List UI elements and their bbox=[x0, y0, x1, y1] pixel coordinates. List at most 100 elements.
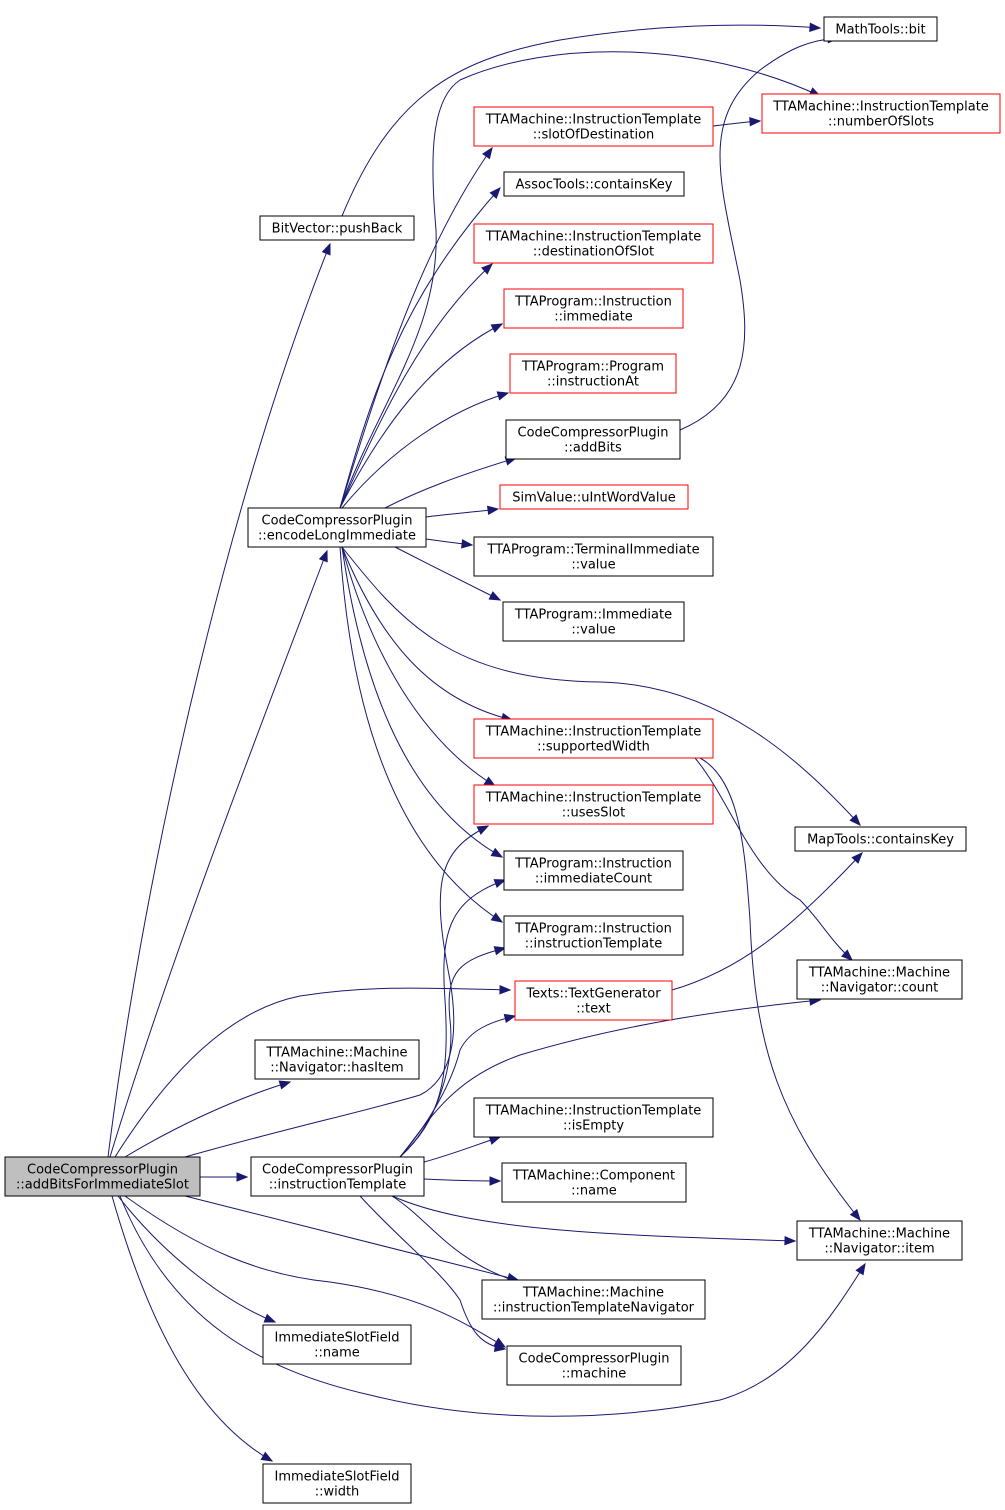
node-box bbox=[259, 215, 415, 241]
node-box bbox=[473, 536, 714, 577]
node-bitvector_pushback[interactable]: BitVector::pushBack bbox=[259, 215, 415, 241]
node-box bbox=[254, 1039, 420, 1080]
edge-encode_long_immediate-to-it_uses_slot bbox=[341, 546, 497, 787]
edge-arrowhead bbox=[488, 1135, 502, 1145]
nodes-layer: CodeCompressorPlugin::addBitsForImmediat… bbox=[4, 16, 1001, 1504]
edge-arrowhead bbox=[851, 852, 863, 864]
node-box bbox=[503, 288, 684, 329]
edge-arrowhead bbox=[488, 591, 502, 601]
node-label-line: TTAMachine::Machine bbox=[265, 1046, 407, 1061]
node-box bbox=[506, 1345, 682, 1386]
edge-arrowhead bbox=[489, 1176, 502, 1186]
node-it_isempty[interactable]: TTAMachine::InstructionTemplate::isEmpty bbox=[473, 1097, 714, 1138]
node-label-line: TTAMachine::InstructionTemplate bbox=[485, 230, 702, 245]
node-label-line: ::supportedWidth bbox=[537, 740, 650, 755]
edge-line bbox=[339, 51, 821, 509]
node-prog_terminalimmediate_value[interactable]: TTAProgram::TerminalImmediate::value bbox=[473, 536, 714, 577]
node-label-line: CodeCompressorPlugin bbox=[262, 1163, 413, 1178]
edge-line bbox=[399, 1015, 516, 1158]
node-label-line: ::numberOfSlots bbox=[828, 115, 934, 130]
node-box bbox=[796, 959, 963, 1000]
edge-arrowhead bbox=[263, 1313, 277, 1323]
node-label-line: TTAMachine::Machine bbox=[808, 966, 950, 981]
node-label-line: TTAProgram::Instruction bbox=[514, 922, 672, 937]
edge-ccp_instruction_template-to-component_name bbox=[423, 1176, 502, 1186]
node-slotfield_width[interactable]: ImmediateSlotField::width bbox=[262, 1463, 412, 1504]
edge-encode_long_immediate-to-prog_terminalimmediate_value bbox=[425, 538, 474, 549]
edge-arrowhead bbox=[490, 847, 504, 858]
edge-encode_long_immediate-to-it_destination_of_slot bbox=[339, 263, 493, 509]
node-navigator_item[interactable]: TTAMachine::Machine::Navigator::item bbox=[796, 1220, 963, 1261]
node-label-line: ::slotOfDestination bbox=[533, 128, 655, 143]
edge-arrowhead bbox=[318, 549, 328, 563]
node-maptools_containskey[interactable]: MapTools::containsKey bbox=[794, 826, 967, 852]
edge-arrowhead bbox=[499, 985, 512, 995]
node-prog_immediate_value[interactable]: TTAProgram::Immediate::value bbox=[502, 601, 685, 642]
node-it_slot_of_destination[interactable]: TTAMachine::InstructionTemplate::slotOfD… bbox=[473, 106, 714, 147]
node-label-line: ::instructionTemplate bbox=[269, 1178, 406, 1193]
node-label-line: CodeCompressorPlugin bbox=[27, 1163, 178, 1178]
node-label-line: ::Navigator::count bbox=[821, 981, 939, 996]
node-ccp_instruction_template[interactable]: CodeCompressorPlugin::instructionTemplat… bbox=[250, 1156, 425, 1197]
edge-encode_long_immediate-to-prog_instruction_immediatecount bbox=[341, 546, 504, 858]
node-it_supported_width[interactable]: TTAMachine::InstructionTemplate::support… bbox=[473, 718, 714, 759]
node-simvalue_uintwordvalue[interactable]: SimValue::uIntWordValue bbox=[499, 484, 689, 510]
node-label-line: TTAMachine::Machine bbox=[808, 1227, 950, 1242]
node-label-line: ::text bbox=[576, 1002, 610, 1017]
edge-line bbox=[341, 546, 496, 787]
node-navigator_hasitem[interactable]: TTAMachine::Machine::Navigator::hasItem bbox=[254, 1039, 420, 1080]
node-label-line: ::usesSlot bbox=[562, 806, 625, 821]
node-prog_instruction_instructiontemplate[interactable]: TTAProgram::Instruction::instructionTemp… bbox=[503, 915, 684, 956]
edge-line bbox=[679, 37, 839, 431]
node-box bbox=[794, 826, 967, 852]
node-label-line: TTAMachine::InstructionTemplate bbox=[485, 1104, 702, 1119]
node-box bbox=[499, 484, 689, 510]
node-label-line: TTAProgram::Program bbox=[521, 360, 664, 375]
node-label-line: ::value bbox=[571, 558, 615, 573]
node-box bbox=[250, 1156, 425, 1197]
edge-arrowhead bbox=[784, 1235, 797, 1246]
node-encode_long_immediate[interactable]: CodeCompressorPlugin::encodeLongImmediat… bbox=[247, 507, 427, 548]
edge-line bbox=[109, 550, 328, 1158]
edge-it_slot_of_destination-to-it_number_of_slots bbox=[712, 116, 762, 127]
node-it_destination_of_slot[interactable]: TTAMachine::InstructionTemplate::destina… bbox=[473, 223, 714, 264]
edge-line bbox=[119, 1195, 866, 1417]
edge-root-to-it_uses_slot bbox=[184, 825, 490, 1158]
edge-line bbox=[391, 1195, 796, 1242]
node-prog_instruction_immediatecount[interactable]: TTAProgram::Instruction::immediateCount bbox=[503, 850, 684, 891]
node-mathtools_bit[interactable]: MathTools::bit bbox=[823, 16, 938, 42]
node-label-line: TTAProgram::Instruction bbox=[514, 295, 672, 310]
node-box bbox=[247, 507, 427, 548]
edge-it_supported_width-to-navigator_item bbox=[699, 757, 861, 1222]
edge-encode_long_immediate-to-it_slot_of_destination bbox=[339, 146, 493, 509]
node-navigator_count[interactable]: TTAMachine::Machine::Navigator::count bbox=[796, 959, 963, 1000]
edge-ccp_instruction_template-to-it_isempty bbox=[423, 1135, 502, 1163]
edge-arrowhead bbox=[490, 323, 504, 333]
node-textgenerator_text[interactable]: Texts::TextGenerator::text bbox=[514, 980, 673, 1021]
node-prog_instruction_immediate[interactable]: TTAProgram::Instruction::immediate bbox=[503, 288, 684, 329]
node-label-line: ::name bbox=[571, 1184, 617, 1199]
node-it_number_of_slots[interactable]: TTAMachine::InstructionTemplate::numberO… bbox=[761, 93, 1001, 134]
node-label-line: ::name bbox=[314, 1346, 360, 1361]
node-box bbox=[473, 1097, 714, 1138]
node-label-line: ::value bbox=[571, 623, 615, 638]
edge-root-to-navigator_item bbox=[119, 1195, 866, 1417]
node-ccp_addbits[interactable]: CodeCompressorPlugin::addBits bbox=[505, 419, 681, 460]
edge-line bbox=[341, 24, 821, 217]
node-machine_instructiontemplatenavigator[interactable]: TTAMachine::Machine::instructionTemplate… bbox=[481, 1279, 706, 1320]
node-assoctools_containskey[interactable]: AssocTools::containsKey bbox=[503, 171, 685, 197]
node-root: CodeCompressorPlugin::addBitsForImmediat… bbox=[4, 1156, 201, 1197]
edge-arrowhead bbox=[493, 879, 507, 889]
edge-ccp_instruction_template-to-ccp_machine bbox=[359, 1195, 507, 1353]
edge-arrowhead bbox=[260, 1451, 274, 1462]
node-label-line: TTAProgram::Instruction bbox=[514, 857, 672, 872]
node-box bbox=[473, 223, 714, 264]
node-it_uses_slot[interactable]: TTAMachine::InstructionTemplate::usesSlo… bbox=[473, 784, 714, 825]
node-slotfield_name[interactable]: ImmediateSlotField::name bbox=[262, 1324, 412, 1365]
node-ccp_machine[interactable]: CodeCompressorPlugin::machine bbox=[506, 1345, 682, 1386]
node-prog_program_instructionat[interactable]: TTAProgram::Program::instructionAt bbox=[509, 353, 677, 394]
edge-line bbox=[425, 508, 499, 518]
node-component_name[interactable]: TTAMachine::Component::name bbox=[501, 1162, 687, 1203]
node-label-line: AssocTools::containsKey bbox=[516, 178, 673, 193]
